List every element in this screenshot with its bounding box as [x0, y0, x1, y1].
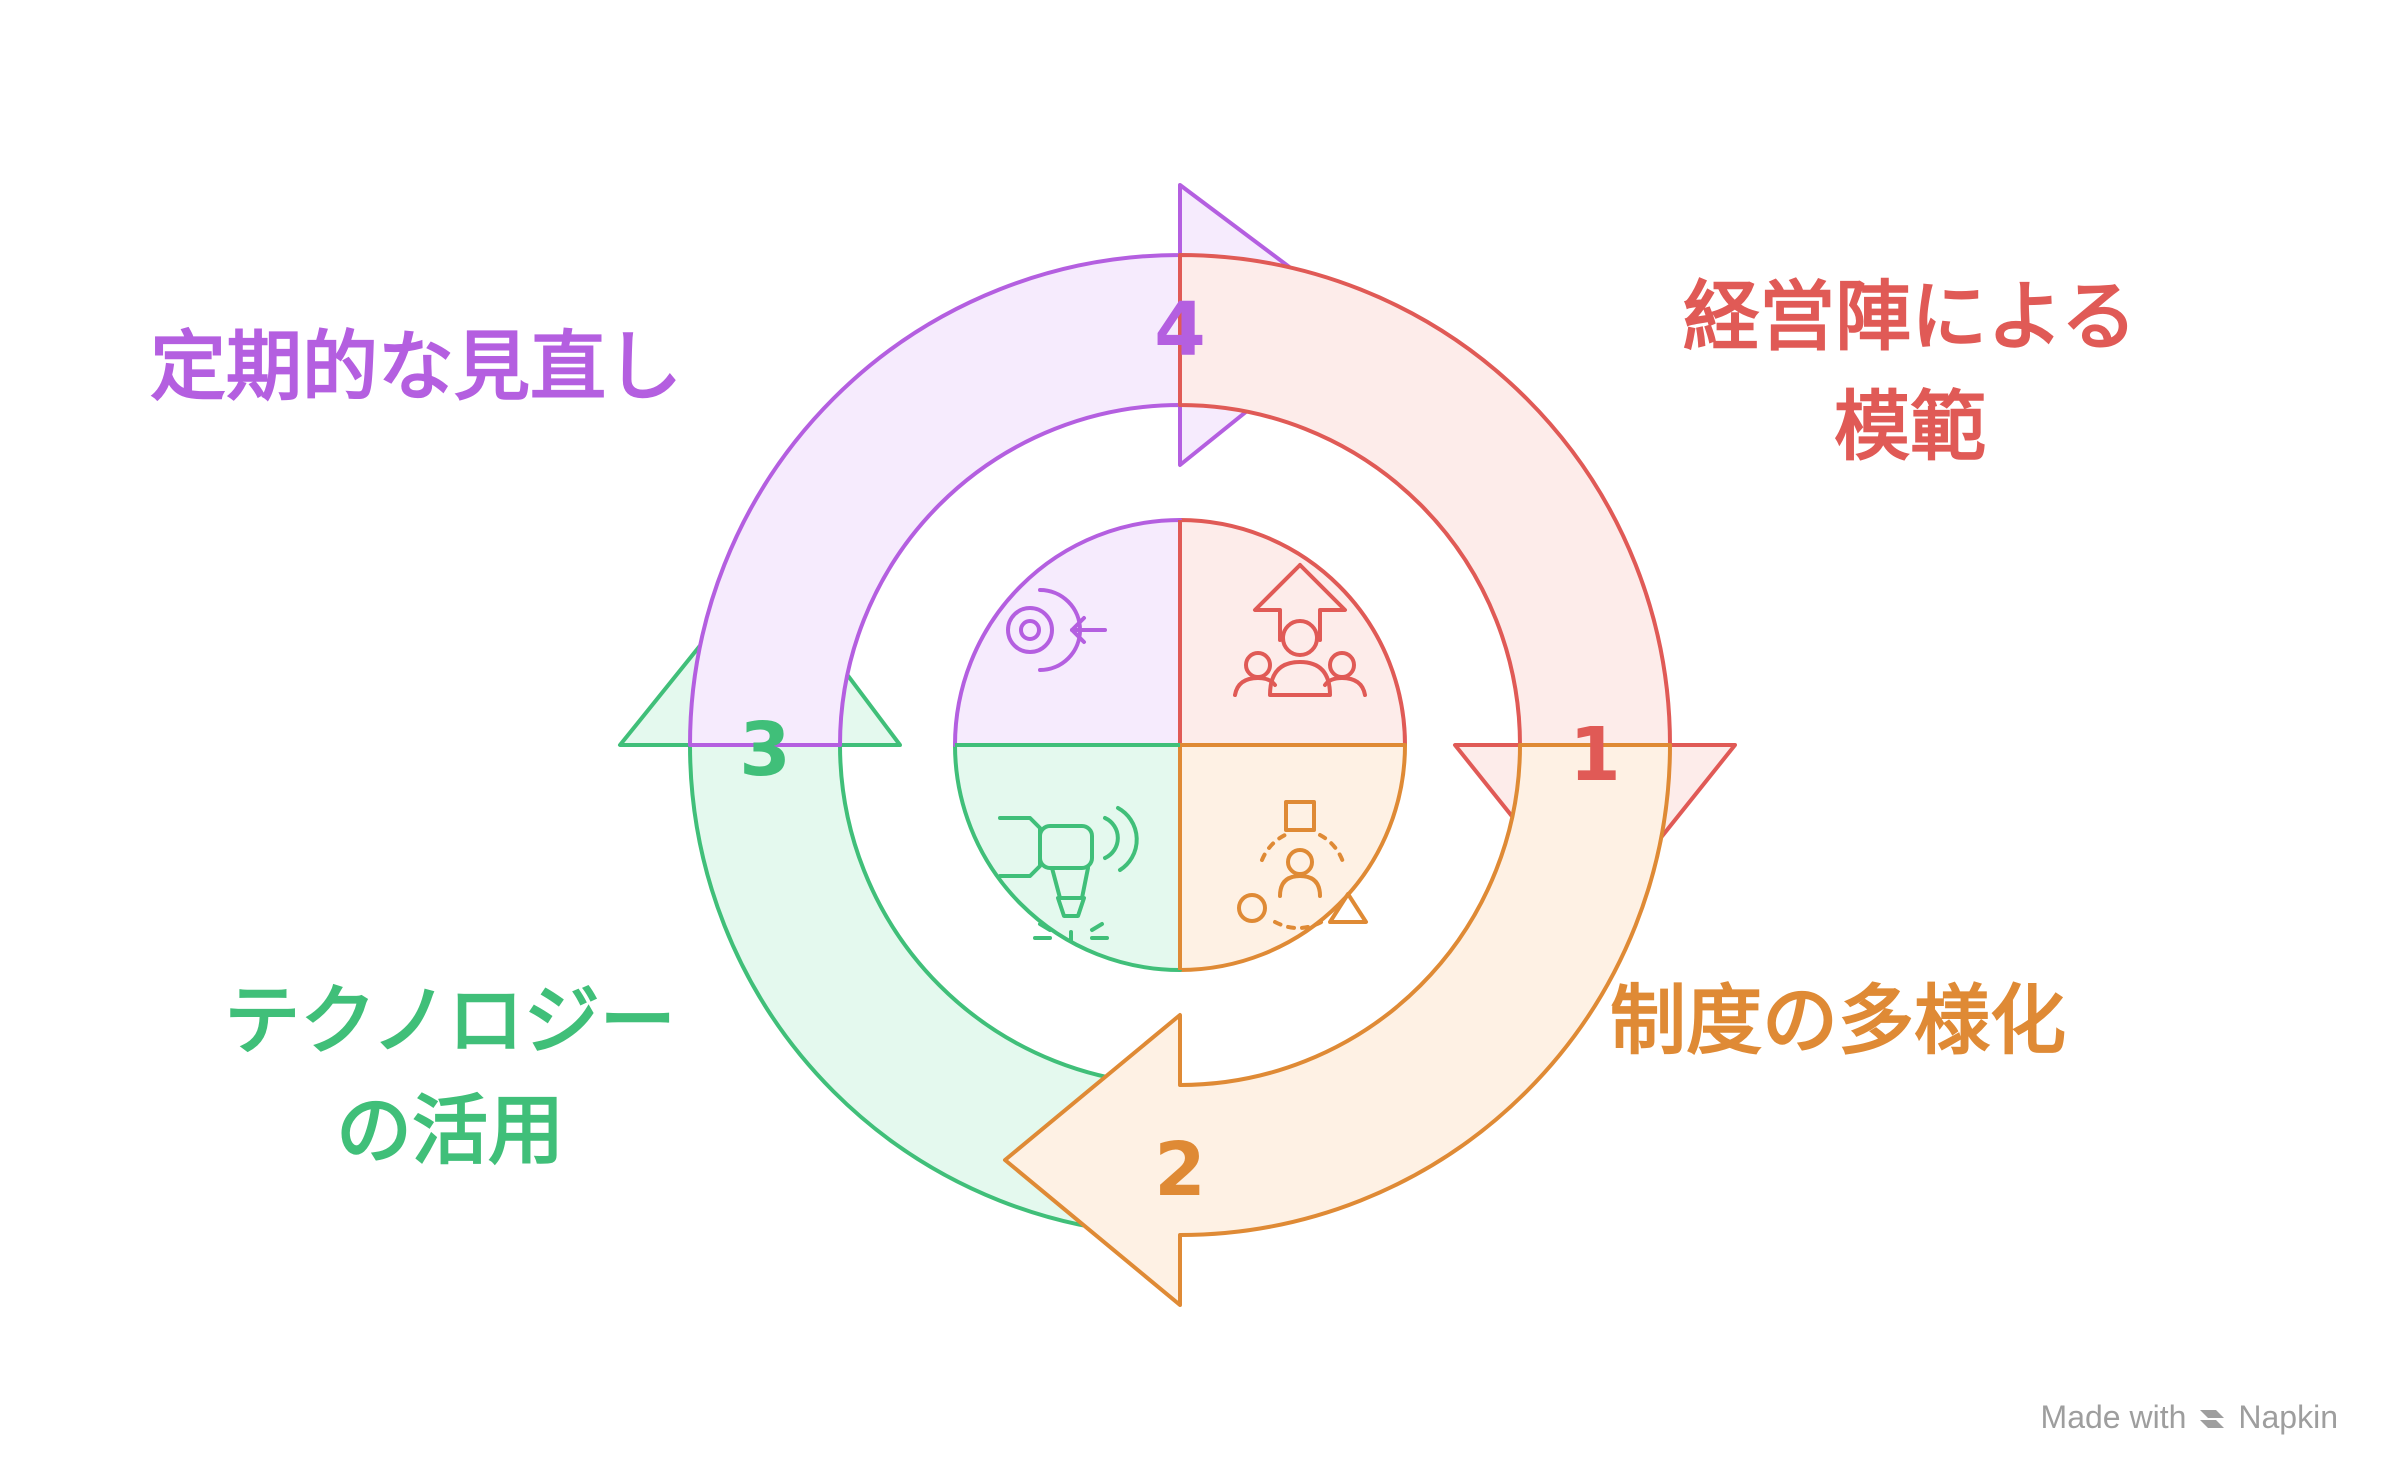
- step-number-3: 3: [739, 707, 791, 793]
- footer-brand: Napkin: [2238, 1399, 2338, 1435]
- step-label-2-line-1: 制度の多様化: [1610, 976, 2066, 1065]
- quadrant-3: [953, 743, 1182, 972]
- napkin-logo-icon: [2200, 1409, 2225, 1428]
- ring-arrows: [618, 183, 1737, 1307]
- step-label-1: 経営陣による 模範: [1620, 262, 2200, 482]
- spray-tool-icon: [998, 806, 1139, 942]
- review-target-arrow-icon: [1006, 588, 1107, 672]
- step-number-4: 4: [1154, 287, 1206, 373]
- step-label-4: 定期的な見直し: [150, 312, 800, 422]
- step-label-2: 制度の多様化: [1610, 966, 2180, 1076]
- step-label-1-line-2: 模範: [1834, 382, 1986, 471]
- quadrant-2: [1178, 743, 1407, 972]
- quadrant-4: [953, 518, 1182, 747]
- step-label-3-line-2: の活用: [336, 1086, 564, 1175]
- step-number-2: 2: [1154, 1127, 1206, 1213]
- made-with-napkin: Made with Napkin: [2041, 1399, 2338, 1436]
- diversity-shapes-person-icon: [1237, 800, 1368, 930]
- step-label-4-line-1: 定期的な見直し: [150, 322, 682, 411]
- step-label-3-line-1: テクノロジー: [224, 976, 676, 1065]
- step-label-1-line-1: 経営陣による: [1683, 272, 2137, 361]
- arrow-segment-2: [1003, 743, 1672, 1307]
- center-cross: [955, 520, 1405, 970]
- step-label-3: テクノロジー の活用: [150, 966, 750, 1186]
- quadrant-1: [1178, 518, 1407, 747]
- leadership-people-arrow-icon: [1233, 563, 1367, 697]
- footer-text: Made with: [2040, 1399, 2187, 1435]
- step-number-1: 1: [1569, 712, 1621, 798]
